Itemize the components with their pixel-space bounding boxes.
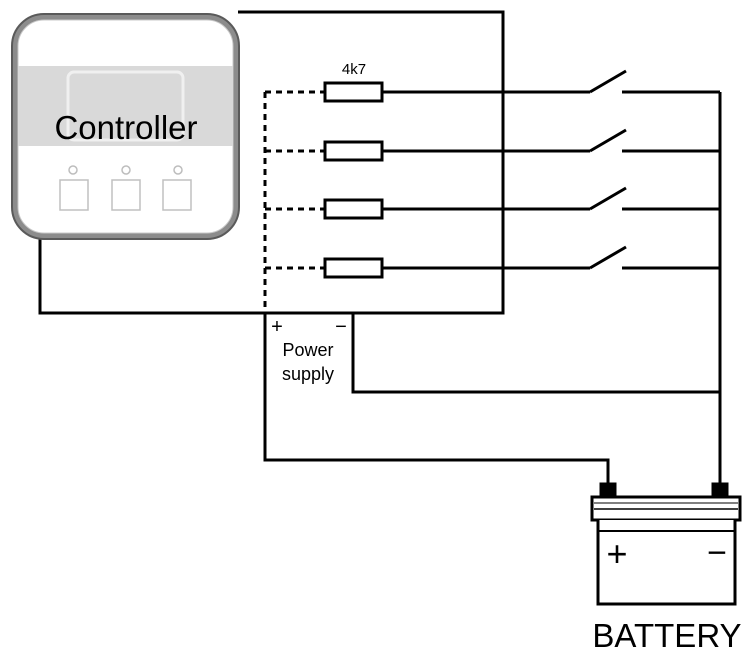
input-bus-dashed <box>263 90 325 313</box>
led-indicator <box>68 165 78 175</box>
power-supply-label-line2: supply <box>282 364 334 384</box>
battery <box>590 482 742 606</box>
switch-3 <box>589 186 627 211</box>
power-supply-label-line1: Power <box>282 340 333 360</box>
controller-device: Controller <box>11 13 240 240</box>
switch-4 <box>589 245 627 270</box>
switch-2 <box>589 128 627 153</box>
resistor-1 <box>323 81 384 103</box>
switch-wires <box>382 69 722 488</box>
switch-1 <box>589 69 627 94</box>
power-supply-wiring <box>263 313 720 488</box>
controller-button-3 <box>162 179 192 211</box>
resistor-value-label: 4k7 <box>342 61 366 78</box>
controller-label-band <box>18 66 233 146</box>
controller-button-2 <box>111 179 141 211</box>
battery-plus-sign: + <box>606 533 627 574</box>
resistor-3 <box>323 198 384 220</box>
power-supply-minus: − <box>335 316 347 338</box>
resistor-4 <box>323 257 384 279</box>
battery-minus-sign: − <box>707 534 727 572</box>
resistor-2 <box>323 140 384 162</box>
led-indicator <box>173 165 183 175</box>
module-outline <box>38 10 505 315</box>
resistors <box>323 81 384 279</box>
battery-terminal-positive <box>599 482 617 498</box>
power-supply-plus: + <box>271 316 283 338</box>
controller-display <box>66 70 185 142</box>
controller-label: Controller <box>54 109 197 146</box>
battery-terminal-negative <box>711 482 729 498</box>
controller-button-1 <box>59 179 89 211</box>
battery-label: BATTERY <box>592 617 741 653</box>
led-indicator <box>121 165 131 175</box>
